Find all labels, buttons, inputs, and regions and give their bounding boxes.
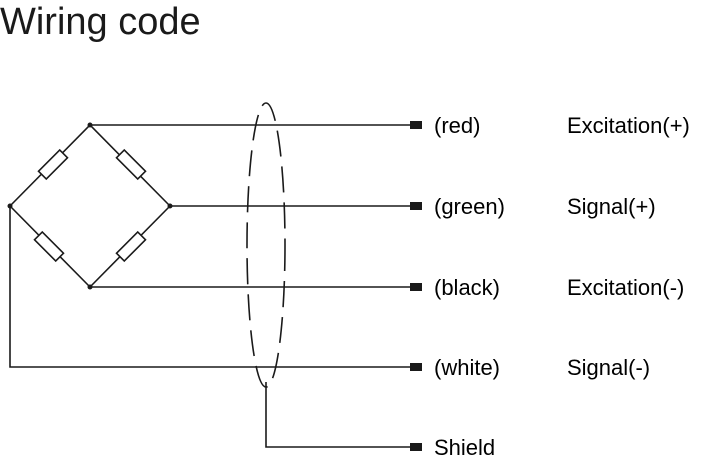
labels: (red) (green) (black) (white) Shield Exc… [434, 113, 690, 460]
terminal-green [410, 202, 422, 210]
terminal-shield [410, 443, 422, 451]
wire-label-green: (green) [434, 194, 505, 219]
wire-label-red: (red) [434, 113, 480, 138]
wires [9, 121, 422, 451]
wire-label-shield: Shield [434, 435, 495, 460]
resistor-top-right [115, 148, 147, 181]
wire-function-signal-plus: Signal(+) [567, 194, 656, 219]
terminal-red [410, 121, 422, 129]
wire-function-signal-minus: Signal(-) [567, 355, 650, 380]
cable-shield-outline [246, 102, 286, 388]
terminal-white [410, 363, 422, 371]
bridge [7, 122, 173, 290]
wire-white [9, 206, 412, 368]
wire-shield [265, 382, 412, 448]
wire-label-white: (white) [434, 355, 500, 380]
wire-label-black: (black) [434, 275, 500, 300]
page-title: Wiring code [0, 1, 201, 43]
wire-function-excitation-minus: Excitation(-) [567, 275, 684, 300]
resistor-bottom-right [115, 230, 147, 263]
resistor-bottom-left [33, 230, 65, 263]
terminal-black [410, 283, 422, 291]
wire-function-excitation-plus: Excitation(+) [567, 113, 690, 138]
resistor-top-left [37, 148, 69, 181]
